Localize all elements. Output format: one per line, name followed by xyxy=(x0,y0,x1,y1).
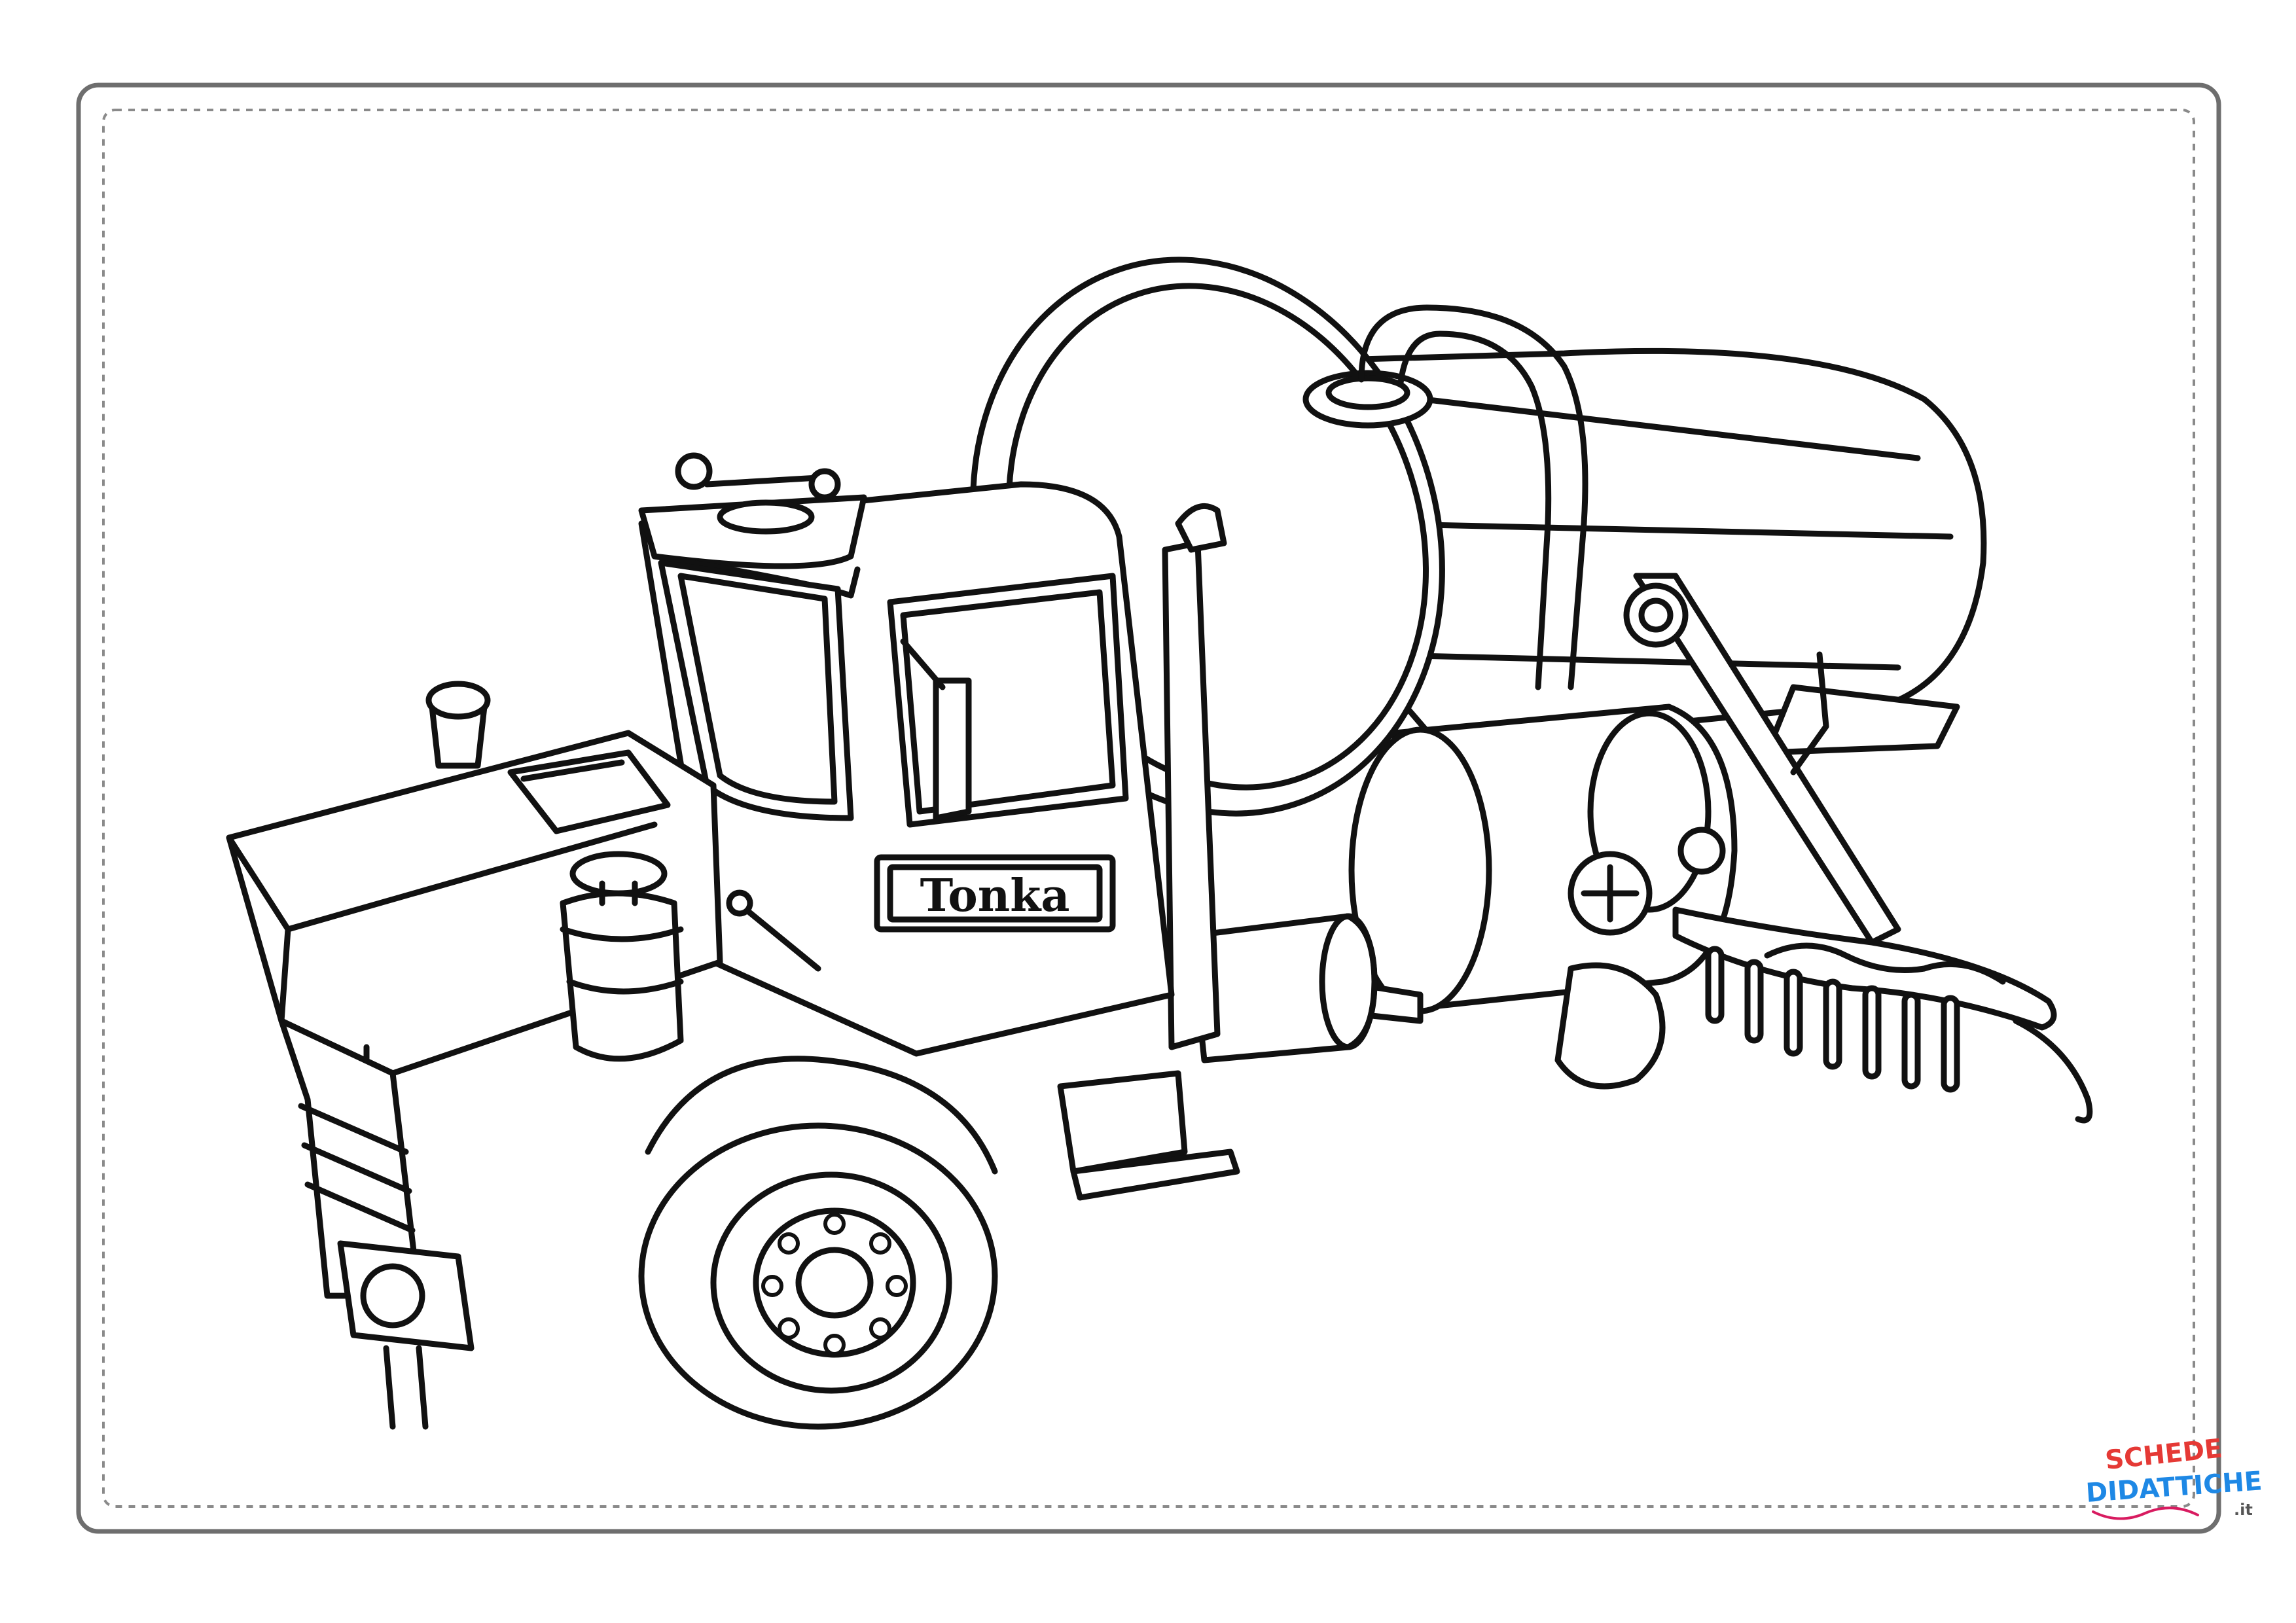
schede-didattiche-logo: SCHEDE DIDATTICHE .it xyxy=(2085,1433,2263,1520)
spreader-tines xyxy=(1705,946,1960,1093)
chassis xyxy=(1057,913,1424,1201)
exhaust-stack xyxy=(1162,503,1227,1050)
outer-border xyxy=(76,82,2221,1534)
pump-assembly xyxy=(1348,704,1738,1090)
logo-squiggle xyxy=(2092,1507,2199,1520)
front-wheel xyxy=(638,1056,998,1430)
tonka-badge-text: Tonka xyxy=(920,870,1070,922)
front-grille xyxy=(278,1018,475,1430)
wheel-lug-nuts xyxy=(761,1213,908,1356)
hood xyxy=(226,681,723,1129)
stitched-border xyxy=(102,109,2195,1508)
logo-suffix: .it xyxy=(2234,1501,2253,1519)
cab: Tonka xyxy=(638,452,1175,1057)
spreader-boom xyxy=(1623,573,2093,1124)
